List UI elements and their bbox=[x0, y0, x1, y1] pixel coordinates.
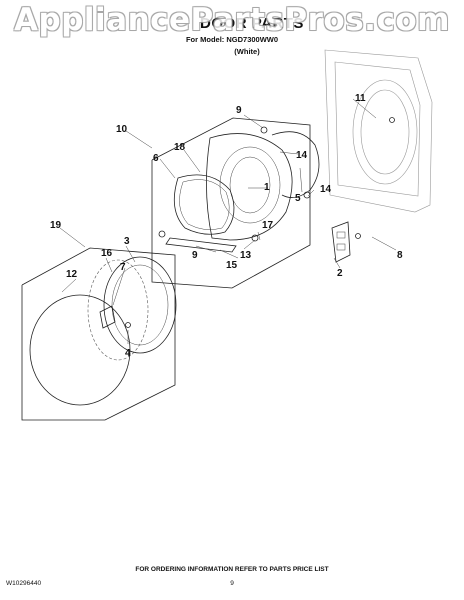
leader-lines bbox=[59, 98, 397, 344]
watermark-logo: AppliancePartsPros.com bbox=[14, 2, 450, 38]
callout-7: 7 bbox=[120, 262, 126, 273]
door-seal bbox=[271, 131, 320, 198]
callout-9a: 9 bbox=[236, 105, 242, 116]
ordering-note: FOR ORDERING INFORMATION REFER TO PARTS … bbox=[135, 566, 329, 573]
callout-14a: 14 bbox=[296, 150, 308, 161]
document-code: W10296440 bbox=[6, 580, 42, 587]
callouts: 1 2 3 4 5 6 7 8 9 9 10 11 12 13 14 14 15… bbox=[50, 93, 403, 359]
callout-3: 3 bbox=[124, 236, 130, 247]
page-title: DOOR PARTS bbox=[200, 15, 304, 32]
outer-door-ring bbox=[87, 256, 177, 361]
bottom-strip bbox=[165, 237, 237, 253]
callout-16: 16 bbox=[101, 248, 113, 259]
color-line: (White) bbox=[234, 47, 260, 56]
callout-18: 18 bbox=[174, 142, 186, 153]
outer-door-window bbox=[29, 294, 131, 406]
callout-6: 6 bbox=[153, 153, 159, 164]
model-line: For Model: NGD7300WW0 bbox=[185, 35, 279, 44]
callout-19: 19 bbox=[50, 220, 62, 231]
callout-5: 5 bbox=[295, 193, 301, 204]
door-latch bbox=[99, 305, 116, 329]
callout-15: 15 bbox=[226, 260, 238, 271]
callout-14b: 14 bbox=[320, 184, 332, 195]
page-number: 9 bbox=[230, 580, 234, 587]
callout-4: 4 bbox=[125, 348, 131, 359]
callout-11: 11 bbox=[355, 93, 366, 104]
callout-2: 2 bbox=[337, 268, 343, 279]
door-hinge bbox=[331, 221, 351, 263]
callout-8: 8 bbox=[397, 250, 403, 261]
callout-9b: 9 bbox=[192, 250, 198, 261]
door-gasket bbox=[173, 174, 235, 235]
cabinet-front-panel bbox=[324, 49, 433, 213]
callout-12: 12 bbox=[66, 269, 78, 280]
callout-1: 1 bbox=[264, 182, 270, 193]
callout-13: 13 bbox=[240, 250, 252, 261]
callout-17: 17 bbox=[262, 220, 274, 231]
inner-door-group-outline bbox=[151, 117, 311, 289]
outer-door-group-outline bbox=[21, 247, 176, 421]
callout-10: 10 bbox=[116, 124, 128, 135]
inner-door-panel bbox=[206, 133, 293, 241]
screws bbox=[125, 117, 395, 328]
